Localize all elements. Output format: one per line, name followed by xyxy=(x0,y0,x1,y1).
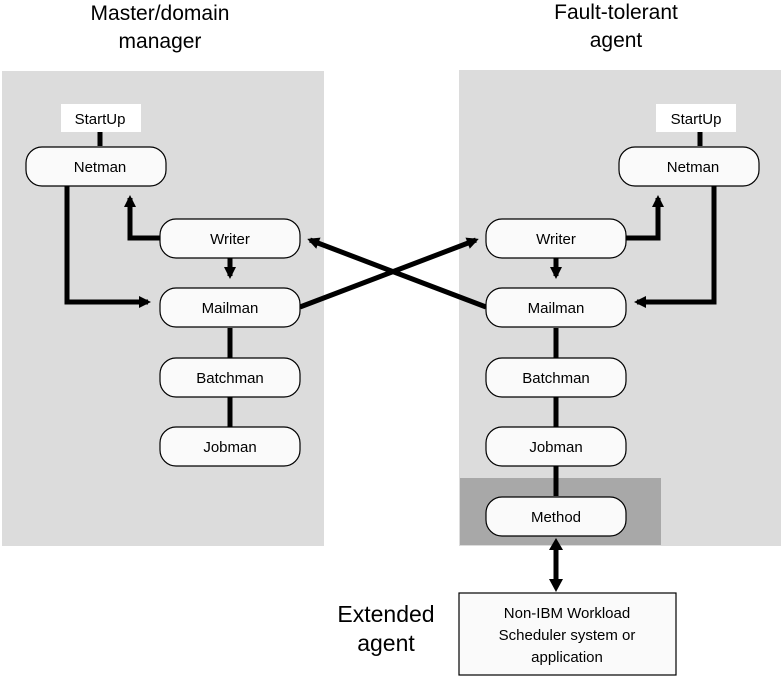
master-batchman-node: Batchman xyxy=(159,357,301,398)
master-title-line2: manager xyxy=(119,30,202,53)
fta-netman-label: Netman xyxy=(667,159,720,176)
fta-jobman-label: Jobman xyxy=(529,439,582,456)
extended-system-box: Non-IBM Workload Scheduler system or app… xyxy=(458,592,677,676)
fta-title-line1: Fault-tolerant xyxy=(554,1,678,24)
master-writer-node: Writer xyxy=(159,218,301,259)
master-jobman-label: Jobman xyxy=(203,439,256,456)
method-arrow-down xyxy=(549,579,563,592)
fta-jobman-node: Jobman xyxy=(485,426,627,467)
extended-system-line3: application xyxy=(531,649,603,666)
master-writer-label: Writer xyxy=(210,231,250,248)
master-startup-box: StartUp xyxy=(61,104,141,132)
fta-mailman-label: Mailman xyxy=(528,300,585,317)
master-mailman-label: Mailman xyxy=(202,300,259,317)
method-arrow-up xyxy=(549,538,563,550)
fta-writer-label: Writer xyxy=(536,231,576,248)
extended-title-line1: Extended xyxy=(337,601,434,627)
fta-startup-box: StartUp xyxy=(656,104,736,132)
master-title-line1: Master/domain xyxy=(91,2,230,25)
fta-batchman-label: Batchman xyxy=(522,370,590,387)
master-batchman-label: Batchman xyxy=(196,370,264,387)
extended-title-line2: agent xyxy=(357,630,415,656)
fta-title-line2: agent xyxy=(590,29,643,52)
extended-system-line1: Non-IBM Workload xyxy=(504,605,630,622)
fta-method-label: Method xyxy=(531,509,581,526)
master-netman-node: Netman xyxy=(25,146,167,187)
master-jobman-node: Jobman xyxy=(159,426,301,467)
extended-system-line2: Scheduler system or xyxy=(499,627,636,644)
fta-startup-label: StartUp xyxy=(671,111,722,128)
fta-mailman-node: Mailman xyxy=(485,287,627,328)
fta-batchman-node: Batchman xyxy=(485,357,627,398)
master-mailman-node: Mailman xyxy=(159,287,301,328)
master-startup-label: StartUp xyxy=(75,111,126,128)
fta-writer-node: Writer xyxy=(485,218,627,259)
master-netman-label: Netman xyxy=(74,159,127,176)
fta-method-node: Method xyxy=(485,496,627,537)
fta-netman-node: Netman xyxy=(618,146,760,187)
